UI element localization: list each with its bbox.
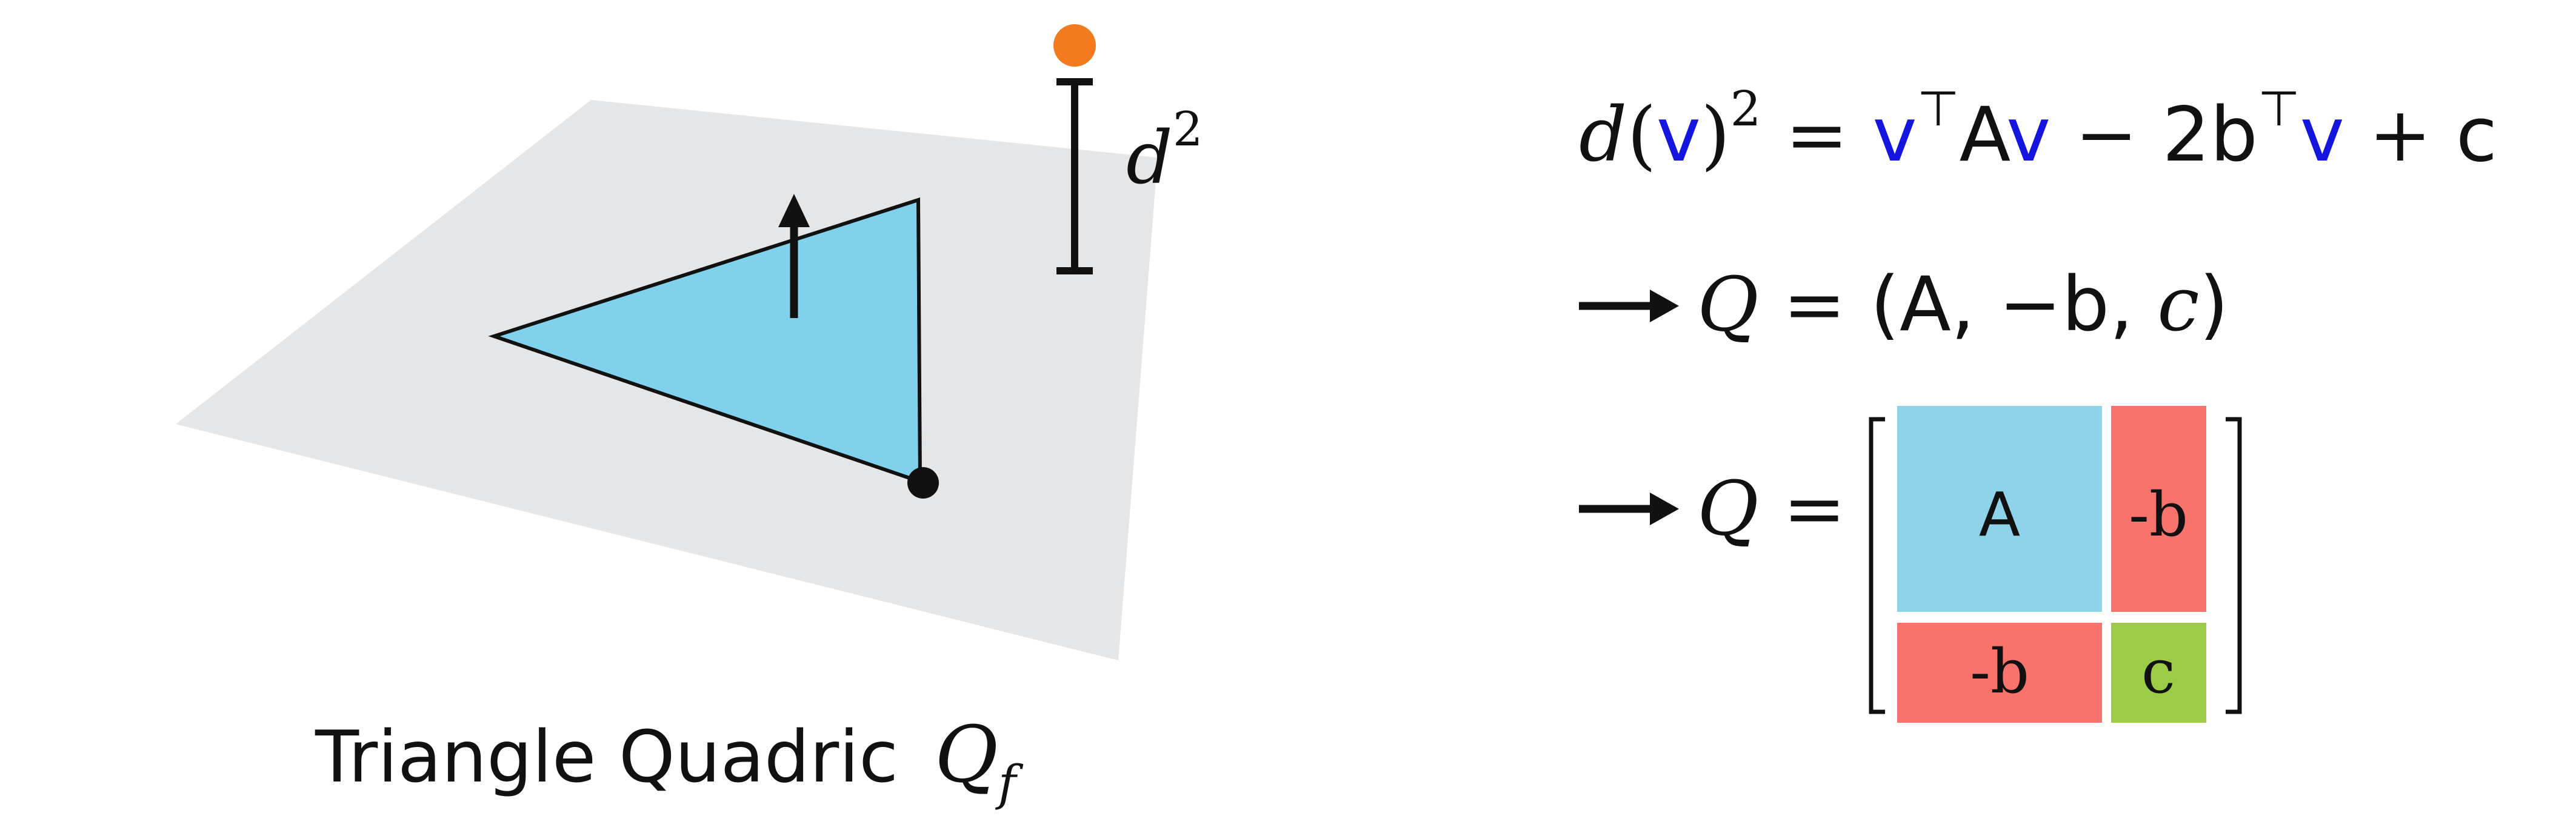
query-point <box>1053 24 1096 67</box>
matrix-right-bracket <box>2226 417 2242 714</box>
distance-label-exponent: 2 <box>1173 102 1203 157</box>
eq1-plus: + <box>2369 91 2432 179</box>
eq1-v1: v <box>1872 91 1917 179</box>
matrix-block-neg-b-bottom-label: -b <box>1970 636 2029 707</box>
distance-label: d2 <box>1126 102 1203 201</box>
eq1-d: d <box>1579 91 1627 179</box>
eq1-transpose1: ⊤ <box>1917 81 1960 137</box>
eq1-A: A <box>1959 91 2010 179</box>
implies-arrow-1-head <box>1650 290 1679 322</box>
matrix-block-c-fill <box>2111 623 2206 723</box>
normal-arrow <box>778 194 810 318</box>
eq1-v2: v <box>2006 91 2050 179</box>
eq3-Q: Q <box>1697 465 1759 553</box>
eq3-equals: = <box>1783 465 1846 553</box>
caption-subscript: f <box>995 755 1024 811</box>
eq1-c: c <box>2456 91 2497 179</box>
eq2-close: ) <box>2200 261 2229 348</box>
eq2-Q: Q <box>1697 261 1759 348</box>
matrix-block-A: A <box>1897 406 2102 612</box>
eq2-c: c <box>2157 261 2199 348</box>
matrix-block-neg-b-top: -b <box>2111 406 2206 612</box>
matrix-block-neg-b-top-label: -b <box>2129 479 2188 550</box>
eq1-v3: v <box>2300 91 2344 179</box>
matrix-block-neg-b-top-fill <box>2111 406 2206 612</box>
caption-symbol: Q <box>935 710 998 800</box>
eq1-open-paren: ( <box>1627 91 1656 179</box>
triangle-face <box>488 197 923 485</box>
matrix-block-A-fill <box>1897 406 2102 612</box>
distance-bracket <box>1056 78 1093 274</box>
eq1-2b: 2b <box>2162 91 2258 179</box>
eq1-equals: = <box>1785 91 1848 179</box>
matrix-block-c-label: c <box>2141 636 2175 707</box>
vertex-point <box>907 467 939 499</box>
eq1-transpose2: ⊤ <box>2258 81 2300 137</box>
eq1-close-paren: ) <box>1701 91 1730 179</box>
eq1-minus: − <box>2075 91 2138 179</box>
normal-arrow-head <box>778 194 810 227</box>
eq1-square: 2 <box>1730 81 1761 137</box>
equation-distance: d(v)2=v⊤Av−2b⊤v+c <box>1579 81 2497 179</box>
caption: Triangle Quadric Qf <box>315 710 1024 811</box>
eq2-neg-b: −b, <box>1999 261 2157 348</box>
equation-matrix-lhs: Q= <box>1697 465 1846 553</box>
eq2-open: (A, <box>1870 261 1999 348</box>
matrix-left-bracket <box>1869 417 1885 714</box>
equation-tuple: Q = (A, −b, c) <box>1697 261 2229 348</box>
eq2-equals: = <box>1783 261 1846 348</box>
matrix-block-neg-b-bottom: -b <box>1897 623 2102 723</box>
implies-arrow-2-head <box>1650 493 1679 525</box>
caption-text: Triangle Quadric <box>315 715 898 798</box>
eq1-v: v <box>1657 91 1701 179</box>
matrix-block-neg-b-bottom-fill <box>1897 623 2102 723</box>
implies-arrow-1 <box>1579 290 1679 322</box>
matrix-block-c: c <box>2111 623 2206 723</box>
implies-arrow-2 <box>1579 493 1679 525</box>
matrix-block-A-label: A <box>1979 479 2020 550</box>
